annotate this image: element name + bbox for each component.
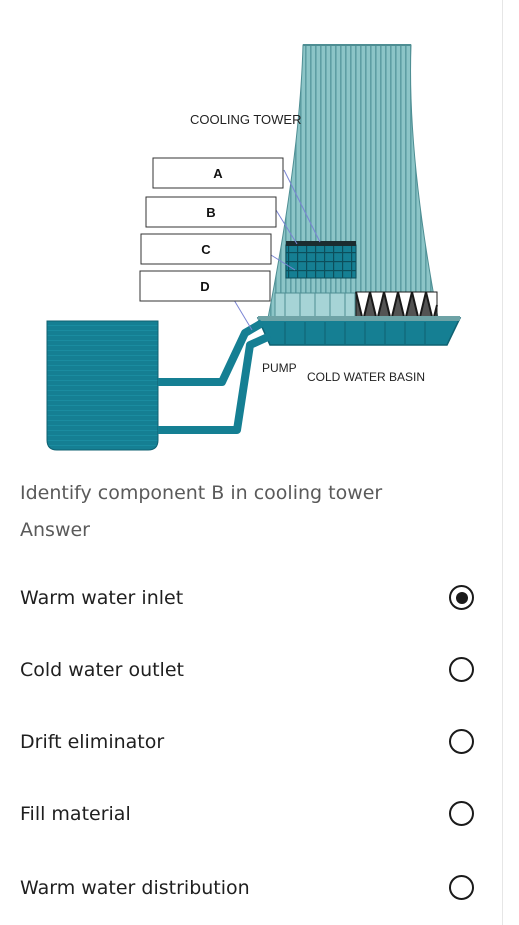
distribution-header — [286, 241, 356, 246]
option-label: Cold water outlet — [20, 659, 184, 681]
label-a: A — [213, 166, 223, 181]
basin-label: COLD WATER BASIN — [307, 370, 425, 384]
pump-label: PUMP — [262, 361, 297, 375]
radio-button[interactable] — [449, 801, 474, 826]
distribution-grid — [285, 244, 357, 279]
radio-button[interactable] — [449, 729, 474, 754]
label-d: D — [200, 279, 209, 294]
option-label: Warm water distribution — [20, 877, 250, 899]
cooling-tower-diagram: COOLING TOWER A B C D PUMP COLD WATER BA… — [46, 44, 462, 451]
radio-button[interactable] — [449, 657, 474, 682]
cold-water-basin — [256, 317, 462, 346]
option-warm-water-distribution[interactable]: Warm water distribution — [0, 866, 502, 914]
radio-button[interactable] — [449, 585, 474, 610]
option-label: Fill material — [20, 803, 131, 825]
upper-pipe — [158, 319, 265, 386]
storage-tank — [46, 320, 159, 451]
label-box-d — [139, 270, 271, 302]
label-c: C — [201, 242, 211, 257]
option-label: Drift eliminator — [20, 731, 165, 753]
radio-button[interactable] — [449, 875, 474, 900]
radio-selected-dot — [455, 591, 468, 604]
option-drift-eliminator[interactable]: Drift eliminator — [0, 720, 502, 768]
answer-label: Answer — [20, 519, 90, 541]
label-box-c — [140, 233, 272, 265]
option-warm-water-inlet[interactable]: Warm water inlet — [0, 576, 502, 624]
option-cold-water-outlet[interactable]: Cold water outlet — [0, 648, 502, 696]
page-edge-divider — [502, 0, 503, 925]
lower-pipe — [158, 332, 272, 434]
label-box-a — [152, 157, 284, 189]
label-b: B — [206, 205, 215, 220]
label-box-b — [145, 196, 277, 228]
option-label: Warm water inlet — [20, 587, 184, 609]
diagram-title: COOLING TOWER — [190, 112, 301, 127]
option-fill-material[interactable]: Fill material — [0, 792, 502, 840]
question-text: Identify component B in cooling tower — [20, 482, 383, 504]
